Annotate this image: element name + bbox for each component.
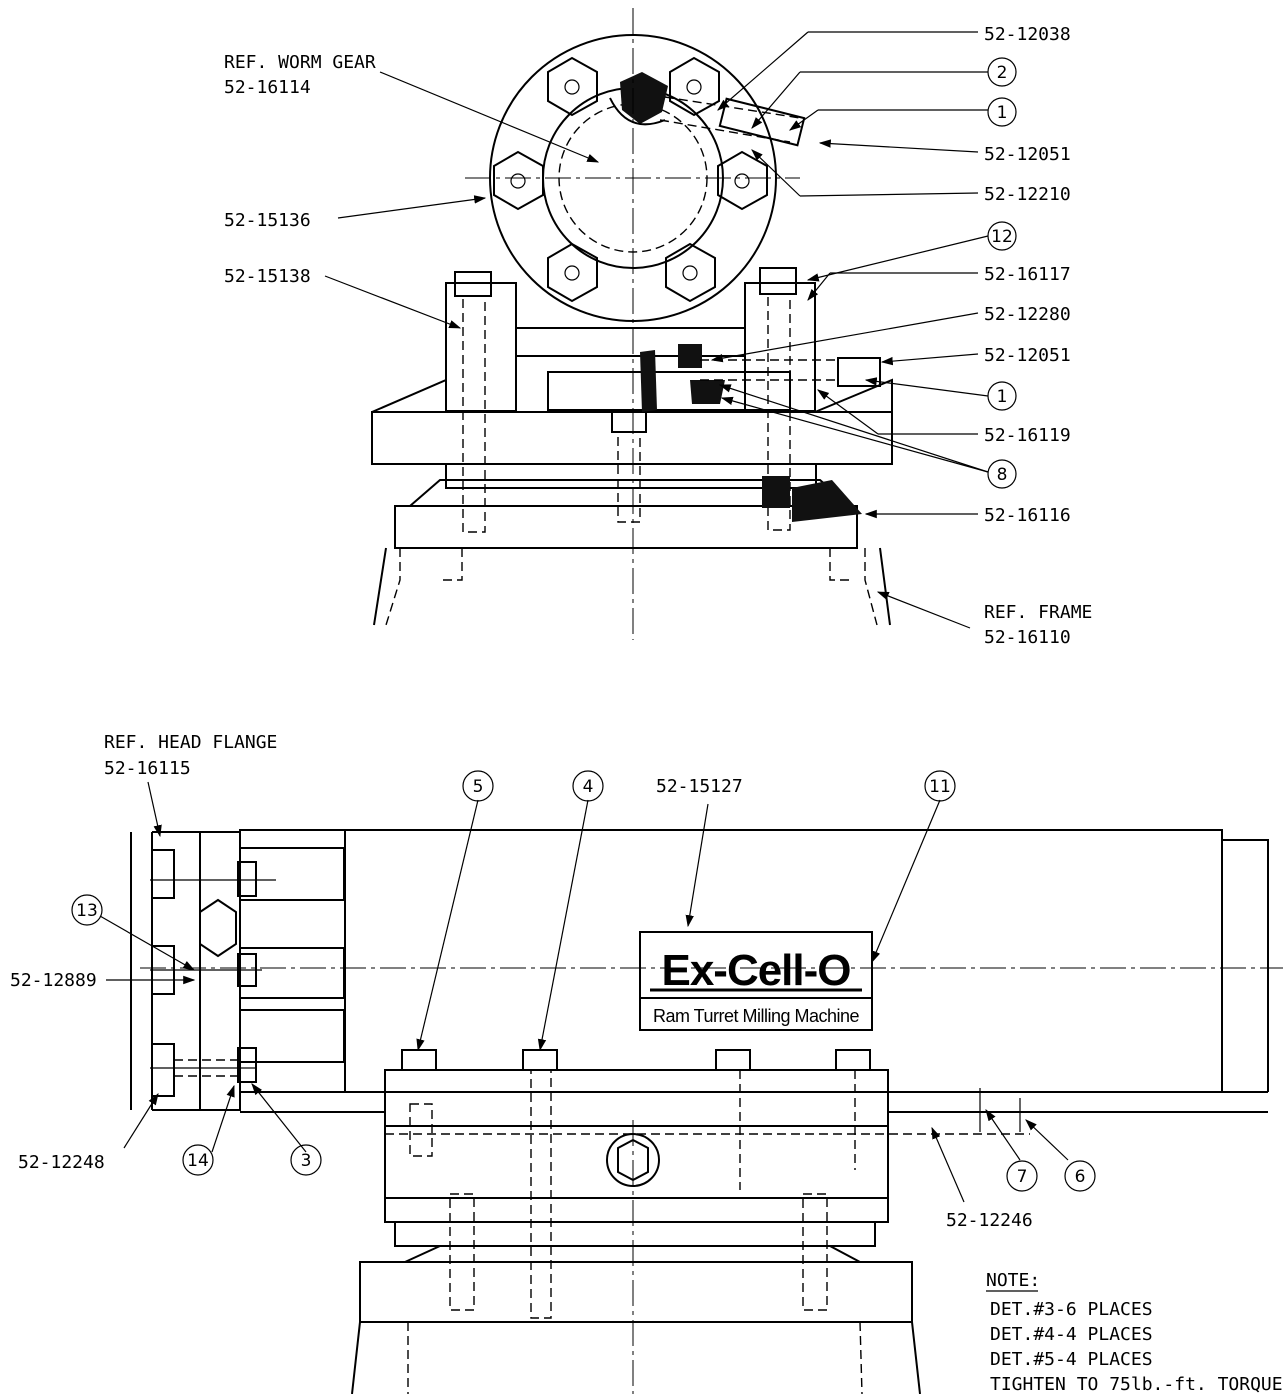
note-line-1: DET.#3-6 PLACES — [990, 1299, 1153, 1320]
callout-13: 13 — [76, 901, 98, 921]
side-view-leaders — [99, 781, 1069, 1203]
callout-1a: 1 — [997, 103, 1008, 123]
part-label-52-16117: 52-16117 — [984, 264, 1071, 285]
part-label-52-12280: 52-12280 — [984, 304, 1071, 325]
part-label-52-15136: 52-15136 — [224, 210, 311, 231]
part-label-52-12038: 52-12038 — [984, 24, 1071, 45]
callout-circle-4 — [572, 770, 604, 802]
callout-circle-11 — [924, 770, 956, 802]
callout-circle-3 — [290, 1144, 322, 1176]
callout-7: 7 — [1017, 1167, 1028, 1187]
part-label-52-12889: 52-12889 — [10, 970, 97, 991]
callout-1b: 1 — [997, 387, 1008, 407]
callout-5: 5 — [473, 777, 484, 797]
callout-circle-1b — [987, 381, 1017, 411]
note-block: NOTE: DET.#3-6 PLACES DET.#4-4 PLACES DE… — [986, 1270, 1283, 1394]
nameplate-brand: Ex-Cell-O — [661, 946, 850, 995]
callout-circle-2 — [987, 57, 1017, 87]
callout-12: 12 — [991, 227, 1013, 247]
callout-2: 2 — [997, 63, 1008, 83]
callout-14: 14 — [187, 1151, 209, 1171]
callout-circle-1a — [987, 97, 1017, 127]
part-label-52-16119: 52-16119 — [984, 425, 1071, 446]
part-label-52-12210: 52-12210 — [984, 184, 1071, 205]
ref-frame-part: 52-16110 — [984, 627, 1071, 648]
nameplate-subtitle: Ram Turret Milling Machine — [653, 1006, 860, 1026]
callout-6: 6 — [1075, 1167, 1086, 1187]
part-label-52-12051-a: 52-12051 — [984, 144, 1071, 165]
ref-head-flange-part: 52-16115 — [104, 758, 191, 779]
side-view-geometry — [130, 829, 1283, 1394]
callout-8: 8 — [997, 465, 1008, 485]
callout-circle-14 — [182, 1144, 214, 1176]
callout-circle-6 — [1064, 1160, 1096, 1192]
part-label-52-12246: 52-12246 — [946, 1210, 1033, 1231]
ref-worm-gear-title: REF. WORM GEAR — [224, 52, 376, 73]
callout-circle-13 — [71, 894, 103, 926]
note-title: NOTE: — [986, 1270, 1040, 1291]
note-line-3: DET.#5-4 PLACES — [990, 1349, 1153, 1370]
callout-3: 3 — [301, 1151, 312, 1171]
side-view: Ex-Cell-O Ram Turret Milling Machine — [10, 732, 1283, 1394]
part-label-52-12051-b: 52-12051 — [984, 345, 1071, 366]
note-line-4: TIGHTEN TO 75lb.-ft. TORQUE — [990, 1374, 1283, 1394]
part-label-52-16116: 52-16116 — [984, 505, 1071, 526]
part-label-52-15138: 52-15138 — [224, 266, 311, 287]
callout-circle-12 — [987, 221, 1017, 251]
callout-4: 4 — [583, 777, 594, 797]
note-line-2: DET.#4-4 PLACES — [990, 1324, 1153, 1345]
part-label-52-15127: 52-15127 — [656, 776, 743, 797]
callout-circle-8 — [987, 459, 1017, 489]
ref-worm-gear-part: 52-16114 — [224, 77, 311, 98]
ref-head-flange-title: REF. HEAD FLANGE — [104, 732, 277, 753]
nameplate: Ex-Cell-O Ram Turret Milling Machine — [639, 931, 873, 1031]
part-label-52-12248: 52-12248 — [18, 1152, 105, 1173]
ref-frame-title: REF. FRAME — [984, 602, 1092, 623]
top-view-leaders — [324, 31, 989, 629]
callout-circle-5 — [462, 770, 494, 802]
callout-circle-7 — [1006, 1160, 1038, 1192]
top-view: REF. WORM GEAR 52-16114 52-12038 2 1 52-… — [224, 8, 1092, 648]
callout-11: 11 — [929, 777, 951, 797]
